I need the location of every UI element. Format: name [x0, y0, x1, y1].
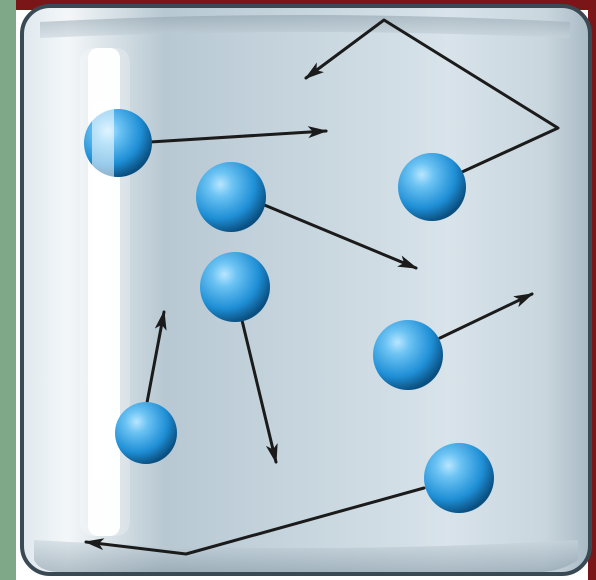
arrow-particle-6 — [438, 292, 534, 340]
arrow-particle-5 — [144, 310, 167, 410]
arrow-particle-4 — [238, 310, 278, 464]
particle-5 — [373, 320, 443, 390]
particle-4 — [200, 252, 270, 322]
arrow-particle-3 — [260, 202, 418, 270]
container-top-rim — [40, 15, 570, 38]
particle-3 — [196, 162, 266, 232]
container-bottom-shade — [34, 540, 578, 572]
arrow-particle-1 — [148, 126, 328, 144]
arrow-particle-7-bounce — [84, 486, 426, 556]
motion-arrows — [84, 18, 560, 556]
glass-overlay — [92, 100, 114, 480]
particle-2 — [398, 153, 466, 221]
particle-7 — [424, 443, 494, 513]
frame-left-band — [0, 0, 16, 580]
particle-6 — [115, 402, 177, 464]
arrow-particle-2-bounce — [304, 18, 560, 174]
